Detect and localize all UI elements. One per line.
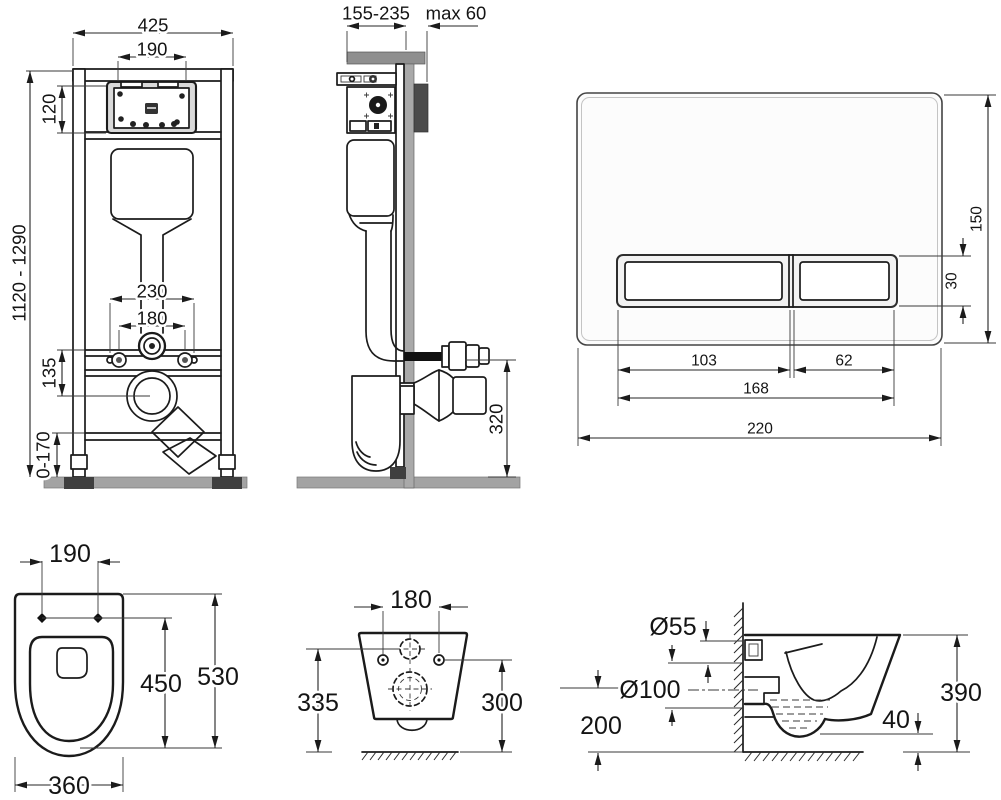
side-floor-hatch (744, 751, 861, 762)
rear-outlet-hole (388, 668, 432, 711)
dim-opening-height: 120 (39, 94, 60, 125)
fixing-bolts-front (106, 352, 198, 368)
wall-hatch (733, 607, 744, 753)
frame-side-view: 155-235 max 60 320 (296, 0, 521, 489)
frame-front-dimensions: 425 190 120 1120 - 1290 230 180 135 0-17… (6, 12, 234, 481)
dim-inlet-diameter: Ø55 (649, 613, 696, 641)
dim-bowl-height: 390 (940, 679, 982, 707)
dim-rear-height-left: 335 (297, 689, 339, 717)
floor-slab (43, 476, 248, 489)
bowl-outline-rear (357, 631, 469, 721)
bowl-side-dimensions: Ø55 Ø100 200 390 40 (560, 611, 984, 771)
dim-fixing-inner: 180 (137, 308, 168, 329)
dim-outlet-height: 320 (486, 404, 507, 435)
frame-post-left (72, 68, 86, 478)
bowl-outline-top (13, 592, 125, 758)
frame-side-dimensions: 155-235 max 60 320 (340, 0, 516, 478)
dim-button-left: 103 (691, 353, 717, 370)
dim-fixing-outer: 230 (137, 281, 168, 302)
flush-plate-dimensions: 150 30 103 62 168 220 (577, 94, 996, 446)
dim-button-right: 62 (835, 353, 852, 370)
bowl-side-view: Ø55 Ø100 200 390 40 (560, 602, 984, 771)
dim-rear-fixing: 180 (390, 586, 432, 614)
rear-floor-hatch (361, 751, 457, 761)
dim-rear-height-right: 300 (481, 689, 523, 717)
seat-outline (28, 635, 115, 743)
flush-button-small (799, 261, 890, 301)
dim-bottom-gap: 40 (882, 706, 910, 734)
dim-depth-range: 155-235 (342, 3, 410, 24)
dim-outlet-axis-height: 200 (580, 712, 622, 740)
dim-bowl-width: 360 (48, 772, 90, 800)
frame-post-right (220, 68, 234, 478)
water-level (770, 699, 830, 729)
bowl-top-dimensions: 190 450 530 360 (14, 538, 241, 800)
bowl-rear-view: 180 335 300 (295, 584, 525, 761)
rear-inlet-hole (395, 634, 425, 664)
siphon-trap (351, 375, 415, 472)
dim-opening-width: 190 (137, 39, 168, 60)
cistern-tank-side (346, 139, 405, 362)
frame-feet (64, 454, 242, 489)
bowl-top-view: 190 450 530 360 (13, 538, 241, 800)
fill-valve-box (346, 86, 396, 134)
dim-outlet-diameter: Ø100 (619, 676, 680, 704)
frame-foot-side (390, 467, 406, 479)
threaded-rod (404, 352, 442, 361)
flush-opening (56, 647, 88, 679)
cistern-tank-front (110, 148, 194, 334)
rear-fixing-holes (377, 654, 445, 666)
dim-foot-adjust: 0-170 (33, 431, 54, 478)
dim-plate-width: 220 (747, 421, 773, 438)
dim-seat-depth: 450 (140, 670, 182, 698)
wall-block (413, 83, 429, 133)
dim-frame-height-range: 1120 - 1290 (9, 224, 30, 321)
frame-top-rail (72, 68, 234, 82)
flush-button-large (624, 261, 783, 301)
flush-buttons (616, 254, 898, 308)
dim-bowl-fixing: 190 (49, 540, 91, 568)
frame-front-view: 425 190 120 1120 - 1290 230 180 135 0-17… (6, 12, 248, 489)
drain-outlet-front (126, 370, 217, 475)
dim-outlet-drop: 135 (39, 358, 60, 389)
dim-frame-width: 425 (138, 15, 169, 36)
finished-wall (403, 63, 415, 489)
ceiling-slab (346, 51, 426, 65)
cistern-access-box (105, 80, 198, 135)
dim-bowl-depth: 530 (197, 663, 239, 691)
wall-bracket (336, 72, 397, 86)
flush-bend-front (137, 331, 167, 361)
bowl-rear-dimensions: 180 335 300 (295, 584, 525, 753)
flush-plate-view: 150 30 103 62 168 220 (576, 92, 996, 446)
trap-bump (396, 718, 428, 732)
dim-button-height: 30 (944, 272, 961, 290)
bowl-profile-side (743, 633, 902, 738)
dim-plate-height: 150 (969, 206, 986, 232)
supply-fitting (441, 341, 490, 371)
dim-buttons-width: 168 (743, 381, 769, 398)
dim-wall-max: max 60 (426, 3, 487, 24)
